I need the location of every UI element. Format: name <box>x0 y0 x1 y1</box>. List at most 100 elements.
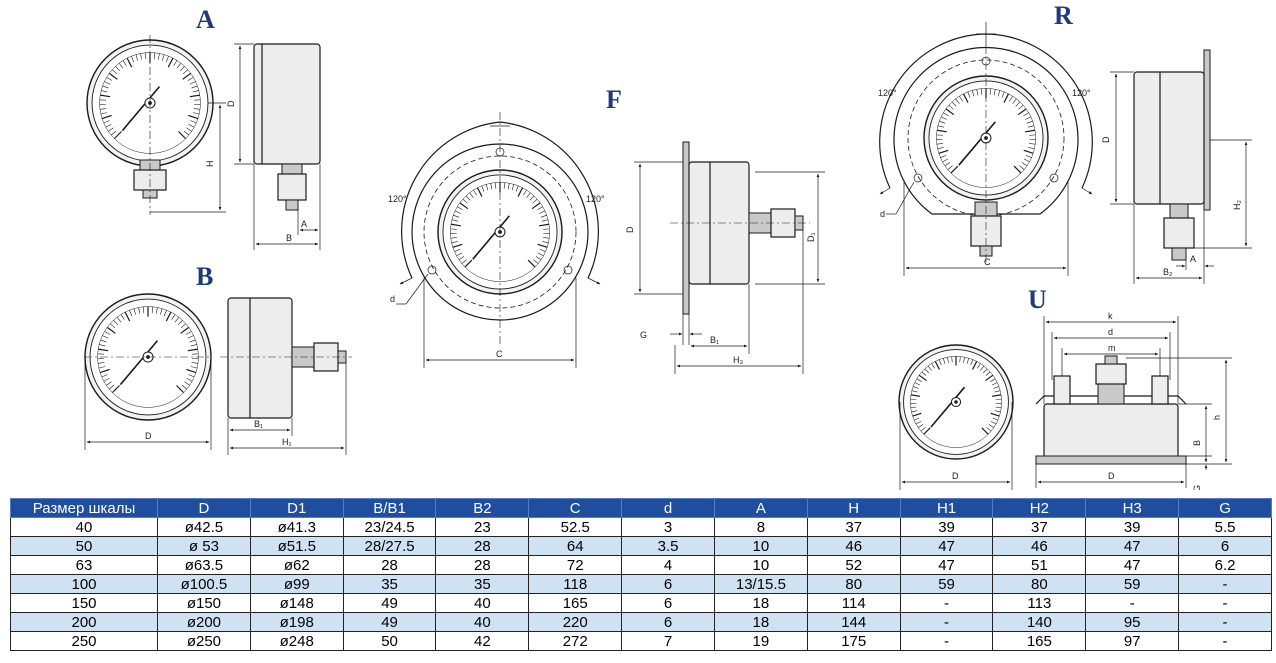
view-b-letter: B <box>196 262 213 291</box>
table-cell: 272 <box>528 631 623 651</box>
view-r-dim-a: A <box>1190 254 1196 264</box>
table-cell: 39 <box>899 517 994 537</box>
table-cell: ø148 <box>249 593 344 613</box>
table-cell: 35 <box>342 574 437 594</box>
table-cell: - <box>1178 574 1272 594</box>
view-f-dim-c: C <box>496 349 503 359</box>
gauge-tick <box>942 158 949 163</box>
gauge-tick <box>523 189 527 196</box>
header-h: H <box>806 498 901 518</box>
view-r-angle-left: 120° <box>878 88 897 98</box>
table-cell: ø200 <box>157 612 251 632</box>
view-u-letter: U <box>1028 285 1047 314</box>
table-cell: 80 <box>806 574 901 594</box>
view-b-dim-d: D <box>145 431 152 441</box>
gauge-tick <box>1023 112 1029 117</box>
gauge-tick <box>914 382 921 386</box>
gauge-tick <box>959 356 961 363</box>
gauge-tick <box>963 357 965 363</box>
gauge-tick <box>167 57 174 68</box>
gauge-tick <box>972 361 978 370</box>
gauge-tick <box>99 368 110 374</box>
gauge-tick <box>103 377 110 382</box>
gauge-tick <box>527 259 536 268</box>
view-r-side-flange <box>1203 49 1211 211</box>
gauge-tick <box>915 420 922 425</box>
gauge-tick <box>462 198 468 204</box>
gauge-tick <box>459 202 469 210</box>
header-d-small: d <box>621 498 715 518</box>
gauge-tick <box>153 52 156 60</box>
header-g: G <box>1178 498 1272 518</box>
table-cell: 6 <box>1178 536 1272 556</box>
gauge-tick <box>171 314 176 320</box>
gauge-tick <box>476 187 483 197</box>
gauge-tick <box>129 310 133 317</box>
view-b-dim-h1: H₁ <box>282 437 292 447</box>
table-cell: ø63.5 <box>157 555 251 575</box>
gauge-tick <box>116 316 122 323</box>
gauge-tick <box>173 60 178 66</box>
view-f-dim-d: D <box>625 226 635 233</box>
gauge-tick <box>910 394 921 397</box>
gauge-tick <box>986 427 992 432</box>
gauge-tick <box>1015 101 1021 107</box>
view-f-dim-d-small: d <box>390 294 395 304</box>
gauge-tick <box>1003 93 1010 103</box>
gauge-tick <box>943 112 949 117</box>
table-cell: 47 <box>899 555 994 575</box>
gauge-tick <box>539 210 546 214</box>
table-cell: ø150 <box>157 593 251 613</box>
gauge-tick <box>1009 95 1013 102</box>
table-cell: - <box>899 593 994 613</box>
gauge-needle <box>121 86 161 132</box>
view-u-dim-d-side: D <box>1108 471 1115 481</box>
gauge-tick <box>1025 129 1036 133</box>
gauge-tick <box>101 90 108 93</box>
table-cell: 6.2 <box>1178 555 1272 575</box>
gauge-tick <box>526 192 531 198</box>
view-u-side-bezel <box>1035 455 1187 465</box>
gauge-tick <box>451 219 459 222</box>
view-f-angle-right: 120° <box>586 194 605 204</box>
view-r-hole-left <box>913 173 923 183</box>
table-cell: 51 <box>992 555 1087 575</box>
view-f-dim-h3: H₃ <box>733 355 743 365</box>
table-cell: 100 <box>10 574 158 594</box>
table-cell: 18 <box>713 612 808 632</box>
view-a-dim-a: A <box>301 219 307 229</box>
gauge-tick <box>165 311 172 322</box>
gauge-tick <box>1029 143 1036 145</box>
view-a-side-case <box>253 43 321 165</box>
table-cell: 37 <box>806 517 901 537</box>
gauge-tick <box>456 252 463 257</box>
header-d1: D1 <box>249 498 344 518</box>
gauge-tick <box>184 381 190 386</box>
gauge-tick <box>916 378 922 382</box>
view-f-letter: F <box>606 85 622 114</box>
gauge-tick <box>540 214 547 218</box>
view-r-side-case <box>1133 71 1205 205</box>
gauge-tick <box>106 381 112 386</box>
gauge-tick <box>100 112 108 115</box>
gauge-tick <box>967 91 971 98</box>
table-cell: 97 <box>1085 631 1180 651</box>
table-cell: 47 <box>1085 555 1180 575</box>
view-r-dim-d: D <box>1101 136 1111 143</box>
view-b-dim-b1: B₁ <box>254 419 263 429</box>
view-r-bracket <box>893 46 1079 215</box>
gauge-tick <box>454 248 461 252</box>
table-cell: 18 <box>713 593 808 613</box>
gauge-tick <box>185 331 192 335</box>
table-cell: 8 <box>713 517 808 537</box>
view-f-bolt-circle <box>423 155 577 309</box>
header-b2: B2 <box>435 498 530 518</box>
gauge-tick <box>990 378 996 382</box>
table-cell: 6 <box>621 574 715 594</box>
table-cell: 220 <box>528 612 623 632</box>
table-cell: ø51.5 <box>249 536 344 556</box>
gauge-tick <box>918 424 924 428</box>
view-u-dim-k: k <box>1108 311 1113 321</box>
gauge-tick <box>485 184 489 191</box>
